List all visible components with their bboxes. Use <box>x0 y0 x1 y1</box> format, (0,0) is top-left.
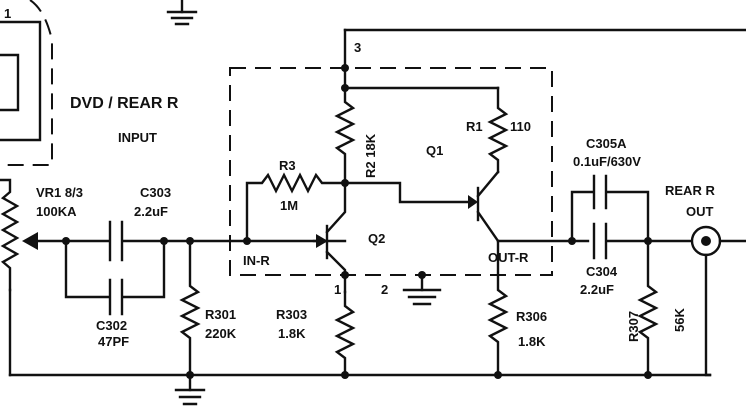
c304-capacitor <box>592 222 608 260</box>
r301-resistor <box>179 239 201 377</box>
r2-label: R2 18K <box>363 133 378 178</box>
pin-2-label: 2 <box>381 282 388 297</box>
r307-ref: R307 <box>626 311 641 342</box>
r303-value: 1.8K <box>278 326 306 341</box>
q2-ref: Q2 <box>368 231 385 246</box>
r3-value: 1M <box>280 198 298 213</box>
r306-resistor <box>487 239 509 377</box>
block-title: DVD / REAR R <box>70 95 179 112</box>
c303-capacitor <box>108 220 124 262</box>
r3-resistor <box>245 172 347 243</box>
vr1-ref: VR1 8/3 <box>36 185 83 200</box>
c305a-ref: C305A <box>586 136 627 151</box>
r301-value: 220K <box>205 326 237 341</box>
vr1-potentiometer <box>0 178 38 377</box>
r307-resistor <box>637 239 659 377</box>
q1-ref: Q1 <box>426 143 443 158</box>
vr1-value: 100KA <box>36 204 77 219</box>
c305a-value: 0.1uF/630V <box>573 154 641 169</box>
r2-resistor <box>334 86 356 185</box>
c302-value: 47PF <box>98 334 129 349</box>
r307-value: 56K <box>672 308 687 332</box>
c304-value: 2.2uF <box>580 282 614 297</box>
q2-transistor <box>312 181 347 294</box>
pin-3-label: 3 <box>354 40 361 55</box>
r1-ref: R1 <box>466 119 483 134</box>
r1-value: 110 <box>510 119 531 134</box>
c303-value: 2.2uF <box>134 204 168 219</box>
c302-ref: C302 <box>96 318 127 333</box>
ground-icon <box>402 273 442 306</box>
c305a-capacitor <box>570 174 650 243</box>
r306-value: 1.8K <box>518 334 546 349</box>
r3-ref: R3 <box>279 158 296 173</box>
pin-1-label: 1 <box>334 282 341 297</box>
r1-resistor <box>487 86 509 174</box>
q1-transistor <box>343 170 500 243</box>
r306-ref: R306 <box>516 309 547 324</box>
in-r-label: IN-R <box>243 253 270 268</box>
output-jack-icon <box>690 225 746 377</box>
c304-ref: C304 <box>586 264 618 279</box>
r303-ref: R303 <box>276 307 307 322</box>
r303-resistor <box>334 290 356 377</box>
output-label: REAR R <box>665 183 715 198</box>
r301-ref: R301 <box>205 307 236 322</box>
ground-icon <box>166 0 198 26</box>
out-r-label: OUT-R <box>488 250 529 265</box>
module-outline <box>229 67 553 276</box>
ground-icon <box>174 373 206 406</box>
connector-pin-label: 1 <box>4 6 11 21</box>
block-subtitle: INPUT <box>118 130 157 145</box>
output-sublabel: OUT <box>686 204 714 219</box>
c303-ref: C303 <box>140 185 171 200</box>
input-connector <box>0 0 53 166</box>
c302-capacitor <box>64 239 166 316</box>
